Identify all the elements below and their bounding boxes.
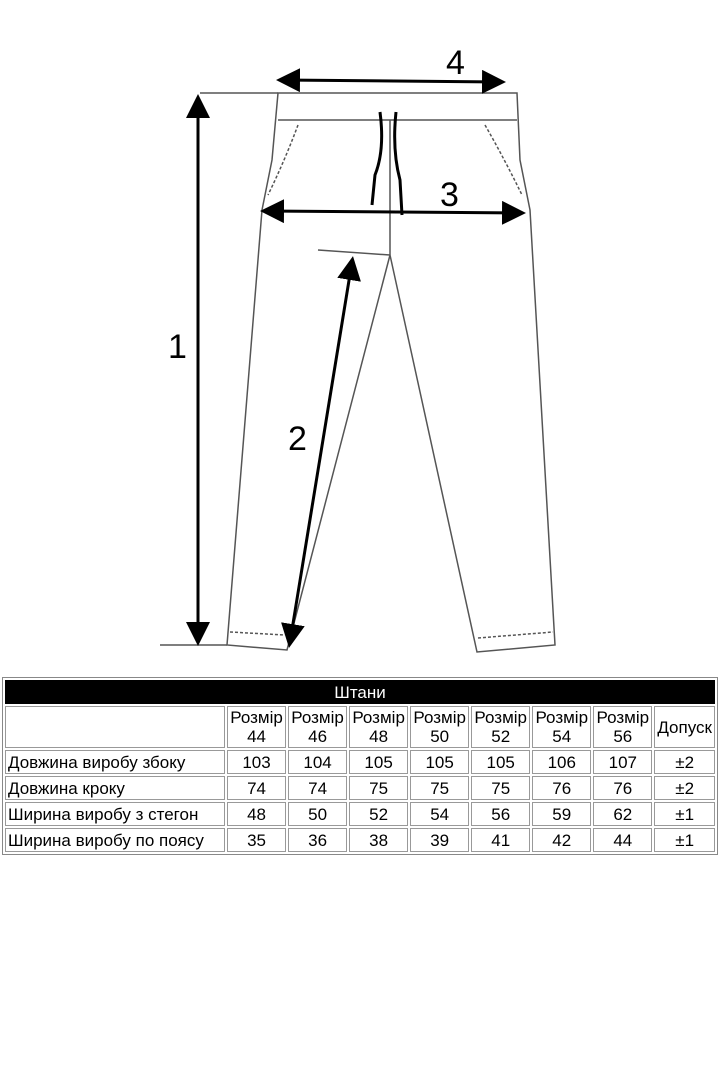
label-3: 3 xyxy=(440,176,459,214)
header-row: Розмір 44 Розмір 46 Розмір 48 Розмір 50 … xyxy=(5,706,715,748)
cell: 41 xyxy=(471,828,531,852)
cell: 48 xyxy=(227,802,287,826)
pants-outline xyxy=(160,92,556,653)
header-cell: Розмір 52 xyxy=(471,706,531,748)
cell: 39 xyxy=(410,828,470,852)
row-name: Довжина кроку xyxy=(5,776,225,800)
header-cell: Розмір 56 xyxy=(593,706,653,748)
header-cell: Розмір 50 xyxy=(410,706,470,748)
header-cell: Розмір 48 xyxy=(349,706,409,748)
cell: 105 xyxy=(410,750,470,774)
arrow-hip-width xyxy=(260,199,526,225)
header-cell: Допуск xyxy=(654,706,715,748)
cell: 38 xyxy=(349,828,409,852)
cell: 52 xyxy=(349,802,409,826)
cell: 75 xyxy=(349,776,409,800)
cell: 104 xyxy=(288,750,348,774)
cell: 36 xyxy=(288,828,348,852)
table-title: Штани xyxy=(5,680,715,704)
cell: 75 xyxy=(471,776,531,800)
cell: 42 xyxy=(532,828,592,852)
measurement-arrows xyxy=(186,68,526,648)
cell: 44 xyxy=(593,828,653,852)
cell: 35 xyxy=(227,828,287,852)
cell: 75 xyxy=(410,776,470,800)
arrow-waist-width xyxy=(276,68,506,94)
row-name: Ширина виробу з стегон xyxy=(5,802,225,826)
cell: 76 xyxy=(593,776,653,800)
cell: 56 xyxy=(471,802,531,826)
cell: 103 xyxy=(227,750,287,774)
cell: 74 xyxy=(288,776,348,800)
size-table: Штани Розмір 44 Розмір 46 Розмір 48 Розм… xyxy=(2,677,718,855)
cell: 106 xyxy=(532,750,592,774)
cell: 59 xyxy=(532,802,592,826)
header-cell: Розмір 44 xyxy=(227,706,287,748)
cell: 107 xyxy=(593,750,653,774)
label-2: 2 xyxy=(288,420,307,458)
cell: 50 xyxy=(288,802,348,826)
cell: 74 xyxy=(227,776,287,800)
header-cell: Розмір 46 xyxy=(288,706,348,748)
pants-measurement-diagram: 1 2 3 4 xyxy=(160,44,556,653)
cell: 62 xyxy=(593,802,653,826)
header-cell: Розмір 54 xyxy=(532,706,592,748)
cell: 54 xyxy=(410,802,470,826)
cell: ±2 xyxy=(654,750,715,774)
row-name: Ширина виробу по поясу xyxy=(5,828,225,852)
cell: ±1 xyxy=(654,828,715,852)
cell: 76 xyxy=(532,776,592,800)
row-name: Довжина виробу збоку xyxy=(5,750,225,774)
cell: ±2 xyxy=(654,776,715,800)
cell: ±1 xyxy=(654,802,715,826)
drawstring-icon xyxy=(370,111,404,216)
label-1: 1 xyxy=(168,328,187,366)
cell: 105 xyxy=(471,750,531,774)
cell: 105 xyxy=(349,750,409,774)
label-4: 4 xyxy=(446,44,465,82)
arrow-inseam xyxy=(281,256,361,648)
